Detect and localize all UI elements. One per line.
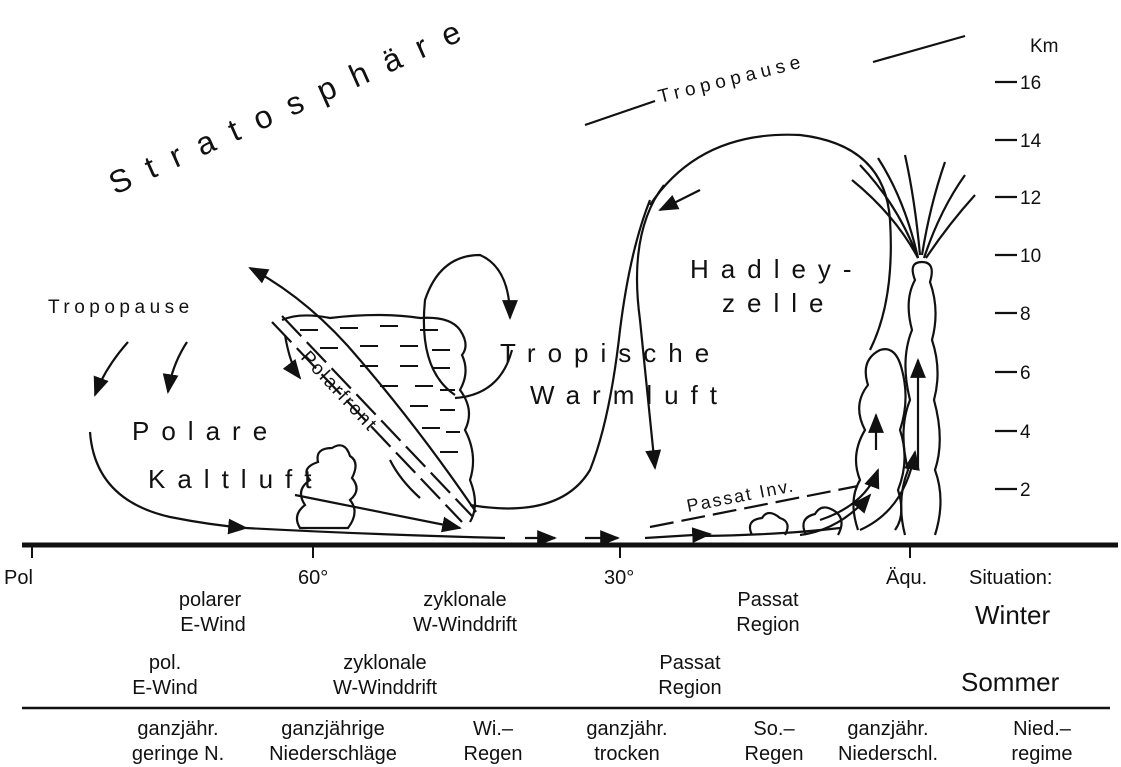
- lat-60-label: 60°: [298, 567, 328, 589]
- lat-aequ-label: Äqu.: [886, 567, 927, 589]
- tropopause-line-left: [585, 101, 655, 125]
- tropical-air-label-1: Tropische: [500, 338, 721, 368]
- situation-label: Situation:: [969, 567, 1052, 589]
- precipitation-row: ganzjähr. geringe N. ganzjährige Nieders…: [132, 718, 1073, 765]
- tropical-air-label-2: Warmluft: [530, 380, 729, 410]
- hadley-label-2: zelle: [722, 288, 835, 318]
- polar-surface-flow-continue: [246, 528, 505, 538]
- convective-tower-2: [901, 262, 940, 535]
- stratosphere-label: Stratosphäre: [103, 6, 482, 201]
- polar-front-label: Polarfront: [296, 347, 381, 436]
- small-loop-arrow: [424, 255, 510, 395]
- km-tick-8: 8: [1020, 304, 1031, 325]
- winter-passat-1: Passat: [737, 589, 799, 611]
- precip-col1-1: ganzjähr.: [137, 718, 218, 740]
- precip-col4-1: ganzjähr.: [586, 718, 667, 740]
- km-tick-4: 4: [1020, 422, 1031, 443]
- winter-westerly-2: W-Winddrift: [413, 614, 518, 636]
- anvil-outflow: [852, 155, 975, 258]
- sommer-westerly-1: zyklonale: [343, 652, 426, 674]
- polar-descent-arrow-2: [168, 342, 187, 392]
- precip-col2-2: Niederschläge: [269, 743, 397, 765]
- km-tick-12: 12: [1020, 188, 1041, 209]
- sommer-polar-wind-2: E-Wind: [132, 677, 198, 699]
- lat-30-label: 30°: [604, 567, 634, 589]
- tropopause-left-label: Tropopause: [48, 297, 194, 318]
- sommer-passat-2: Region: [658, 677, 721, 699]
- km-tick-6: 6: [1020, 363, 1031, 384]
- sommer-row: pol. E-Wind zyklonale W-Winddrift Passat…: [132, 652, 721, 699]
- precip-col4-2: trocken: [594, 743, 660, 765]
- precip-col5-1: So.–: [753, 718, 795, 740]
- winter-label: Winter: [975, 600, 1050, 630]
- precip-col5-2: Regen: [745, 743, 804, 765]
- hadley-top-arrow: [660, 190, 700, 210]
- precip-col3-2: Regen: [464, 743, 523, 765]
- precip-col3-1: Wi.–: [473, 718, 514, 740]
- polar-descent-arrow-1: [95, 342, 128, 395]
- surface-arrow-4: [700, 528, 840, 536]
- winter-row: polarer E-Wind zyklonale W-Winddrift Pas…: [179, 589, 800, 636]
- winter-westerly-1: zyklonale: [423, 589, 506, 611]
- km-scale: 16 14 12 10 8 6 4 2: [995, 73, 1042, 501]
- km-tick-16: 16: [1020, 73, 1041, 94]
- precip-col2-1: ganzjährige: [281, 718, 384, 740]
- km-tick-10: 10: [1020, 246, 1041, 267]
- frontal-inner-arrow: [390, 460, 420, 498]
- trade-cumulus-1: [750, 513, 788, 535]
- polar-air-label-1: Polare: [132, 416, 279, 446]
- winter-polar-wind-2: E-Wind: [180, 614, 246, 636]
- passat-inversion-label: Passat Inv.: [685, 475, 797, 516]
- sommer-polar-wind-1: pol.: [149, 652, 181, 674]
- km-tick-2: 2: [1020, 480, 1031, 501]
- km-unit-label: Km: [1030, 36, 1059, 57]
- precip-col6-1: ganzjähr.: [847, 718, 928, 740]
- km-tick-14: 14: [1020, 131, 1042, 152]
- polar-low-arrow: [295, 495, 460, 528]
- sommer-westerly-2: W-Winddrift: [333, 677, 438, 699]
- sommer-passat-1: Passat: [659, 652, 721, 674]
- frontal-small-arrow: [285, 335, 300, 378]
- winter-passat-2: Region: [736, 614, 799, 636]
- precip-col7-2: regime: [1011, 743, 1072, 765]
- winter-polar-wind-1: polarer: [179, 589, 242, 611]
- tropopause-line-right: [873, 36, 965, 62]
- tropopause-top-label: Tropopause: [656, 51, 807, 108]
- sommer-label: Sommer: [961, 667, 1060, 697]
- precip-col6-2: Niederschl.: [838, 743, 938, 765]
- precip-col7-1: Nied.–: [1013, 718, 1072, 740]
- lat-pol-label: Pol: [4, 567, 33, 589]
- hadley-label-1: Hadley-: [690, 254, 864, 284]
- precip-col1-2: geringe N.: [132, 743, 224, 765]
- polar-air-label-2: Kaltluft: [148, 464, 324, 494]
